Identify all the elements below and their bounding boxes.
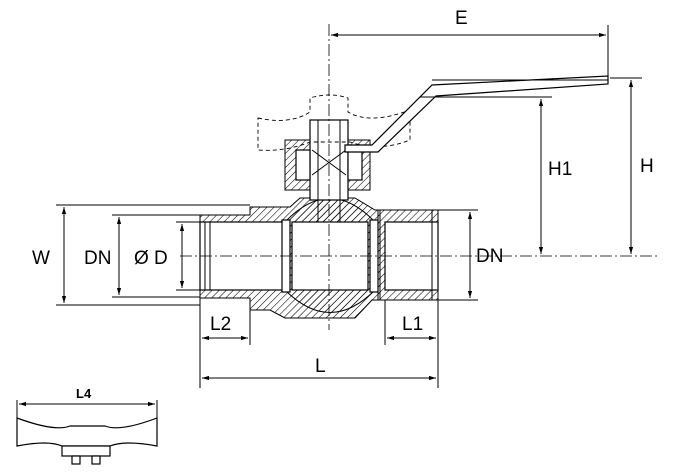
dimension-D: Ø D	[134, 221, 200, 291]
dimension-L2: L2	[199, 298, 251, 388]
stem-assembly	[284, 119, 371, 201]
dimension-H1: H1	[420, 96, 572, 254]
dimension-W: W	[32, 204, 250, 306]
centerlines	[180, 24, 658, 330]
label-D: Ø D	[134, 248, 168, 269]
label-W: W	[32, 248, 50, 269]
label-L2: L2	[210, 314, 231, 335]
label-H: H	[640, 156, 654, 177]
dimension-L: L	[202, 356, 436, 381]
label-H1: H1	[548, 159, 572, 180]
dimension-E: E	[331, 8, 609, 78]
label-L4: L4	[76, 386, 92, 401]
butterfly-handle-detail: L4	[16, 386, 158, 465]
lever-handle	[344, 75, 609, 153]
dimension-DN-left: DN	[84, 214, 200, 298]
label-L: L	[315, 356, 326, 377]
dimension-L1: L1	[384, 300, 439, 388]
dimension-DN-right: DN	[438, 209, 503, 301]
label-L1: L1	[402, 314, 423, 335]
label-DN-right: DN	[476, 246, 503, 267]
label-DN-left: DN	[84, 248, 111, 269]
dimension-H: H	[610, 77, 654, 254]
label-E: E	[455, 8, 468, 29]
valve-body-section	[199, 197, 439, 319]
